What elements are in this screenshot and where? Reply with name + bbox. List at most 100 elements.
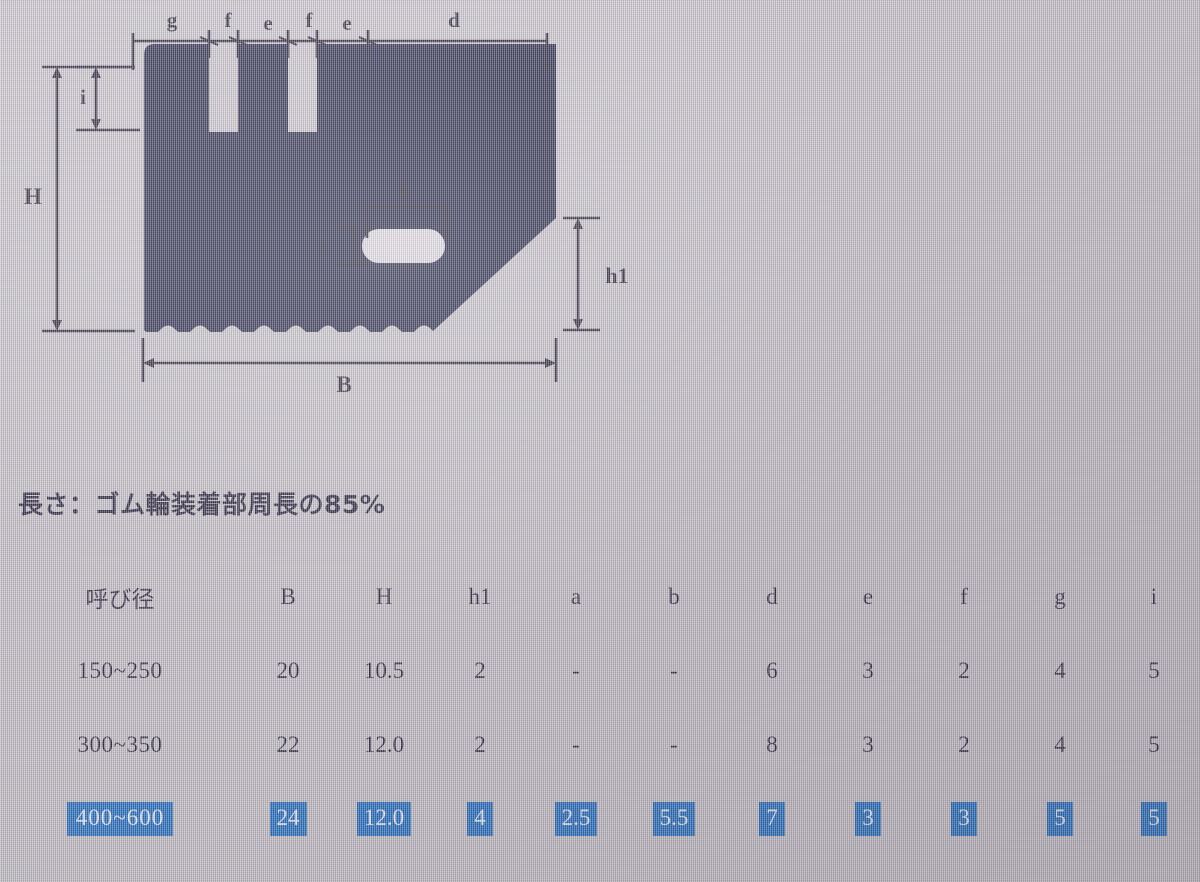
dim-label-e1: e bbox=[263, 11, 272, 35]
drawing-svg: g f e f e d H bbox=[24, 8, 629, 397]
col-header-H[interactable]: H bbox=[375, 584, 393, 609]
cell-text: 400~600 bbox=[66, 802, 174, 836]
cell-g[interactable]: 4 bbox=[1054, 732, 1066, 757]
table-header: 呼び径 B H h1 a b d e f g i bbox=[0, 560, 1200, 634]
dim-label-d: d bbox=[448, 8, 460, 32]
cell-nominal-diameter[interactable]: 700~1000 bbox=[0, 856, 240, 882]
cell-a[interactable]: - bbox=[572, 658, 580, 683]
cell-nominal-diameter[interactable]: 150~250 bbox=[77, 658, 163, 683]
col-header-i[interactable]: i bbox=[1150, 584, 1158, 609]
cell-nominal-diameter[interactable]: 400~600 bbox=[0, 782, 240, 856]
header-row: 呼び径 B H h1 a b d e f g i bbox=[0, 560, 1200, 634]
dim-label-h1: h1 bbox=[605, 263, 628, 288]
col-header-d[interactable]: d bbox=[766, 584, 778, 609]
cell-f[interactable]: 2 bbox=[958, 732, 970, 757]
cell-d[interactable]: 7 bbox=[724, 782, 820, 856]
cell-text: 5.5 bbox=[652, 802, 696, 836]
cell-h1[interactable]: 2 bbox=[474, 732, 486, 757]
cell-i[interactable]: 5 bbox=[1108, 782, 1200, 856]
cell-text: 12.0 bbox=[356, 802, 412, 836]
dim-label-g: g bbox=[167, 8, 178, 32]
cell-text: 4 bbox=[467, 802, 493, 836]
cell-h1[interactable]: 4 bbox=[432, 782, 528, 856]
cell-b[interactable]: - bbox=[670, 732, 678, 757]
cell-H[interactable]: 12.0 bbox=[336, 782, 432, 856]
cell-text: 3 bbox=[855, 802, 881, 836]
cell-d[interactable]: 6 bbox=[766, 658, 778, 683]
cell-i[interactable]: 5 bbox=[1148, 732, 1160, 757]
cell-H[interactable]: 12.0 bbox=[363, 732, 405, 757]
cell-g[interactable]: 4 bbox=[1054, 658, 1066, 683]
cell-g[interactable]: 5 bbox=[1012, 856, 1108, 882]
col-header-e[interactable]: e bbox=[862, 584, 874, 609]
top-dimension-labels: g f e f e d bbox=[167, 8, 460, 35]
cell-i[interactable]: 5 bbox=[1148, 658, 1160, 683]
col-header-h1[interactable]: h1 bbox=[468, 584, 492, 609]
part-body bbox=[144, 40, 556, 332]
top-dimension-chain bbox=[131, 30, 549, 70]
cell-d[interactable]: 11 bbox=[724, 856, 820, 882]
cell-b[interactable]: 5.5 bbox=[624, 856, 724, 882]
cell-h1[interactable]: 2 bbox=[474, 658, 486, 683]
cell-e[interactable]: 3 bbox=[820, 782, 916, 856]
table-row-selected[interactable]: 400~600 24 12.0 4 2.5 5.5 7 3 3 5 5 bbox=[0, 782, 1200, 856]
cell-i[interactable]: 5 bbox=[1108, 856, 1200, 882]
dimension-i bbox=[76, 65, 140, 132]
technical-drawing: g f e f e d H bbox=[0, 0, 640, 410]
spec-table: 呼び径 B H h1 a b d e f g i 150~250 20 10.5… bbox=[0, 560, 1200, 882]
dim-label-f2: f bbox=[306, 8, 314, 32]
cell-a[interactable]: - bbox=[572, 732, 580, 757]
dim-label-i: i bbox=[80, 85, 86, 109]
dim-label-B: B bbox=[336, 372, 351, 397]
cell-text: 5 bbox=[1141, 802, 1167, 836]
cell-text: 24 bbox=[269, 802, 307, 836]
cell-text: 5 bbox=[1047, 802, 1073, 836]
cell-B[interactable]: 20 bbox=[276, 658, 300, 683]
cell-f[interactable]: 2 bbox=[958, 658, 970, 683]
cell-H[interactable]: 15.5 bbox=[336, 856, 432, 882]
cell-b[interactable]: 5.5 bbox=[624, 782, 724, 856]
cell-h1[interactable]: 4 bbox=[432, 856, 528, 882]
cell-text: 3 bbox=[951, 802, 977, 836]
dimension-h1 bbox=[563, 216, 600, 332]
col-header-b[interactable]: b bbox=[668, 584, 680, 609]
cell-e[interactable]: 3 bbox=[820, 856, 916, 882]
cell-a[interactable]: 2.5 bbox=[528, 856, 624, 882]
dim-label-H: H bbox=[24, 184, 42, 209]
table-body: 150~250 20 10.5 2 - - 6 3 2 4 5 300~350 … bbox=[0, 634, 1200, 882]
cell-B[interactable]: 24 bbox=[240, 782, 336, 856]
slot-1 bbox=[209, 40, 238, 132]
dim-label-a: a bbox=[317, 234, 328, 258]
length-note: 長さ：ゴム輪装着部周長の85% bbox=[18, 490, 386, 519]
dimension-b bbox=[365, 205, 449, 238]
cell-B[interactable]: 28 bbox=[240, 856, 336, 882]
col-header-g[interactable]: g bbox=[1054, 584, 1066, 609]
col-header-nominal-diameter[interactable]: 呼び径 bbox=[85, 587, 155, 612]
cell-H[interactable]: 10.5 bbox=[363, 658, 405, 683]
dimension-H bbox=[42, 65, 135, 333]
table-row[interactable]: 700~1000 28 15.5 4 2.5 5.5 11 3 3 5 5 bbox=[0, 856, 1200, 882]
cell-e[interactable]: 3 bbox=[862, 658, 874, 683]
cell-g[interactable]: 5 bbox=[1012, 782, 1108, 856]
cell-d[interactable]: 8 bbox=[766, 732, 778, 757]
cell-a[interactable]: 2.5 bbox=[528, 782, 624, 856]
col-header-B[interactable]: B bbox=[280, 584, 296, 609]
oblong-hole bbox=[362, 229, 445, 263]
table-row[interactable]: 300~350 22 12.0 2 - - 8 3 2 4 5 bbox=[0, 708, 1200, 782]
cell-B[interactable]: 22 bbox=[276, 732, 300, 757]
cell-e[interactable]: 3 bbox=[862, 732, 874, 757]
cell-text: 7 bbox=[759, 802, 785, 836]
dimension-B bbox=[141, 338, 558, 382]
dim-label-b: b bbox=[399, 179, 411, 203]
table-row[interactable]: 150~250 20 10.5 2 - - 6 3 2 4 5 bbox=[0, 634, 1200, 708]
slot-2 bbox=[288, 40, 317, 132]
cell-f[interactable]: 3 bbox=[916, 782, 1012, 856]
cell-f[interactable]: 3 bbox=[916, 856, 1012, 882]
dim-label-e2: e bbox=[342, 11, 351, 35]
col-header-a[interactable]: a bbox=[570, 584, 582, 609]
col-header-f[interactable]: f bbox=[960, 584, 968, 609]
cell-nominal-diameter[interactable]: 300~350 bbox=[77, 732, 163, 757]
cell-b[interactable]: - bbox=[670, 658, 678, 683]
dim-label-f1: f bbox=[225, 8, 233, 32]
